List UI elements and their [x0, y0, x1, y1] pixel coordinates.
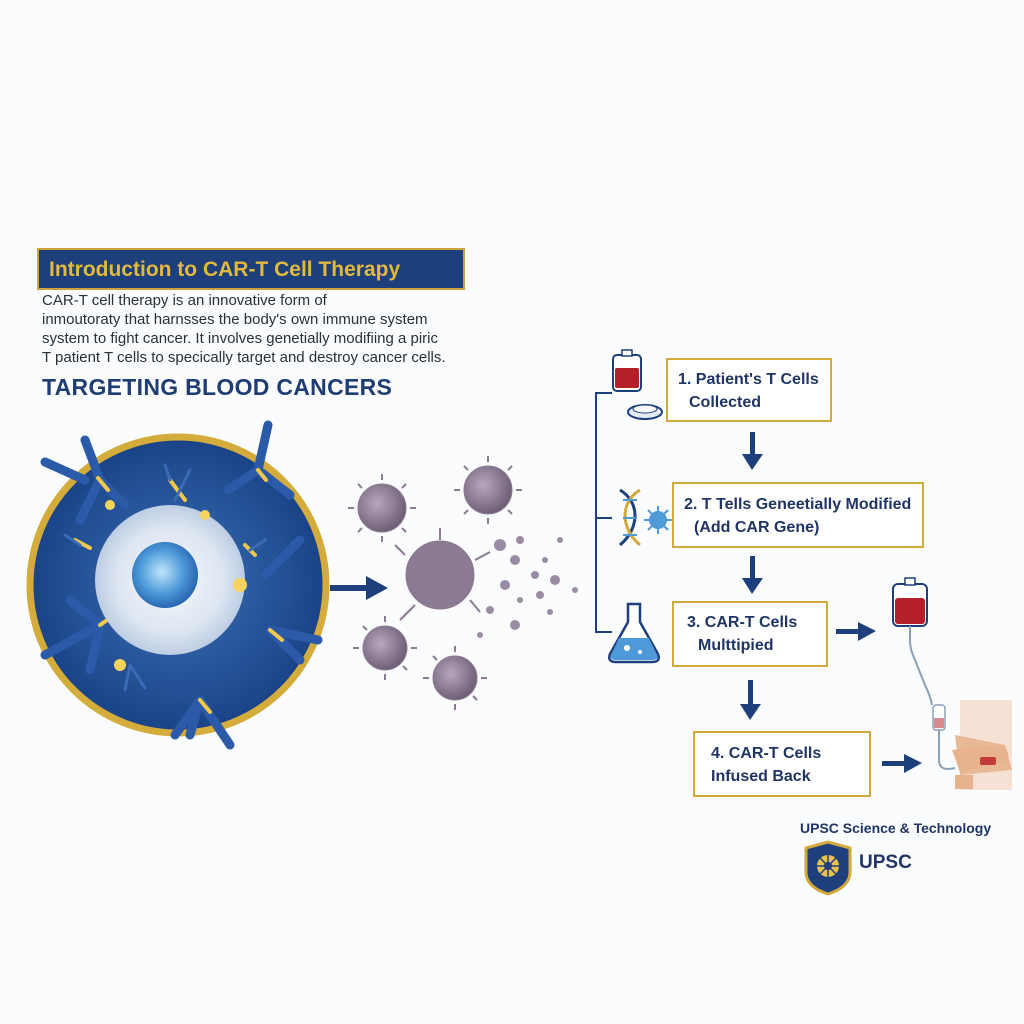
step-4-title: 4. CAR-T Cells	[711, 745, 822, 762]
antibody-receptors	[40, 420, 323, 750]
intro-line: CAR-T cell therapy is an innovative form…	[42, 292, 327, 309]
cell-debris	[477, 536, 578, 638]
intro-paragraph: CAR-T cell therapy is an innovative form…	[42, 291, 542, 367]
virus-icon	[432, 655, 478, 701]
flask-icon	[608, 602, 660, 664]
step-1-subtitle: Collected	[689, 394, 762, 411]
upsc-shield-icon	[804, 840, 852, 896]
title-banner: Introduction to CAR-T Cell Therapy	[37, 248, 465, 290]
step-3-title: 3. CAR-T Cells	[687, 614, 798, 631]
intro-line: system to fight cancer. It involves gene…	[42, 330, 439, 347]
arrow-right-icon	[882, 754, 922, 773]
page-title: Introduction to CAR-T Cell Therapy	[49, 258, 401, 281]
cancer-cells-illustration	[357, 465, 513, 701]
step-2-title: 2. T Tells Geneetially Modified	[684, 496, 912, 513]
step-3-box: 3. CAR-T Cells Multtipied	[672, 601, 828, 667]
virus-icon	[405, 540, 475, 610]
down-arrow-icon	[740, 680, 761, 720]
virus-icon	[362, 625, 408, 671]
step-4-subtitle: Infused Back	[711, 768, 811, 785]
footer-label: UPSC Science & Technology	[800, 820, 992, 836]
arrow-right-icon	[366, 576, 388, 600]
iv-infusion-icon	[892, 577, 1012, 790]
car-t-cell-illustration	[26, 420, 330, 750]
step-1-title: 1. Patient's T Cells	[678, 371, 819, 388]
step-2-box: 2. T Tells Geneetially Modified (Add CAR…	[672, 482, 924, 548]
arrow-right-icon	[836, 622, 876, 641]
down-arrow-icon	[742, 556, 763, 594]
intro-line: T patient T cells to specically target a…	[42, 349, 446, 366]
dna-and-virus-icon	[618, 488, 672, 547]
process-bracket	[595, 392, 612, 633]
virus-icon	[463, 465, 513, 515]
step-2-subtitle: (Add CAR Gene)	[694, 519, 820, 536]
footer-logo-text: UPSC	[859, 852, 912, 873]
virus-icon	[357, 483, 407, 533]
step-3-subtitle: Multtipied	[698, 637, 774, 654]
intro-line: inmoutoraty that harnsses the body's own…	[42, 311, 428, 328]
blood-bag-and-petri-dish-icon	[612, 349, 663, 420]
down-arrow-icon	[742, 432, 763, 470]
virus-spikes	[348, 456, 522, 710]
section-heading: TARGETING BLOOD CANCERS	[42, 374, 393, 400]
step-1-box: 1. Patient's T Cells Collected	[666, 358, 832, 422]
step-4-box: 4. CAR-T Cells Infused Back	[693, 731, 871, 797]
